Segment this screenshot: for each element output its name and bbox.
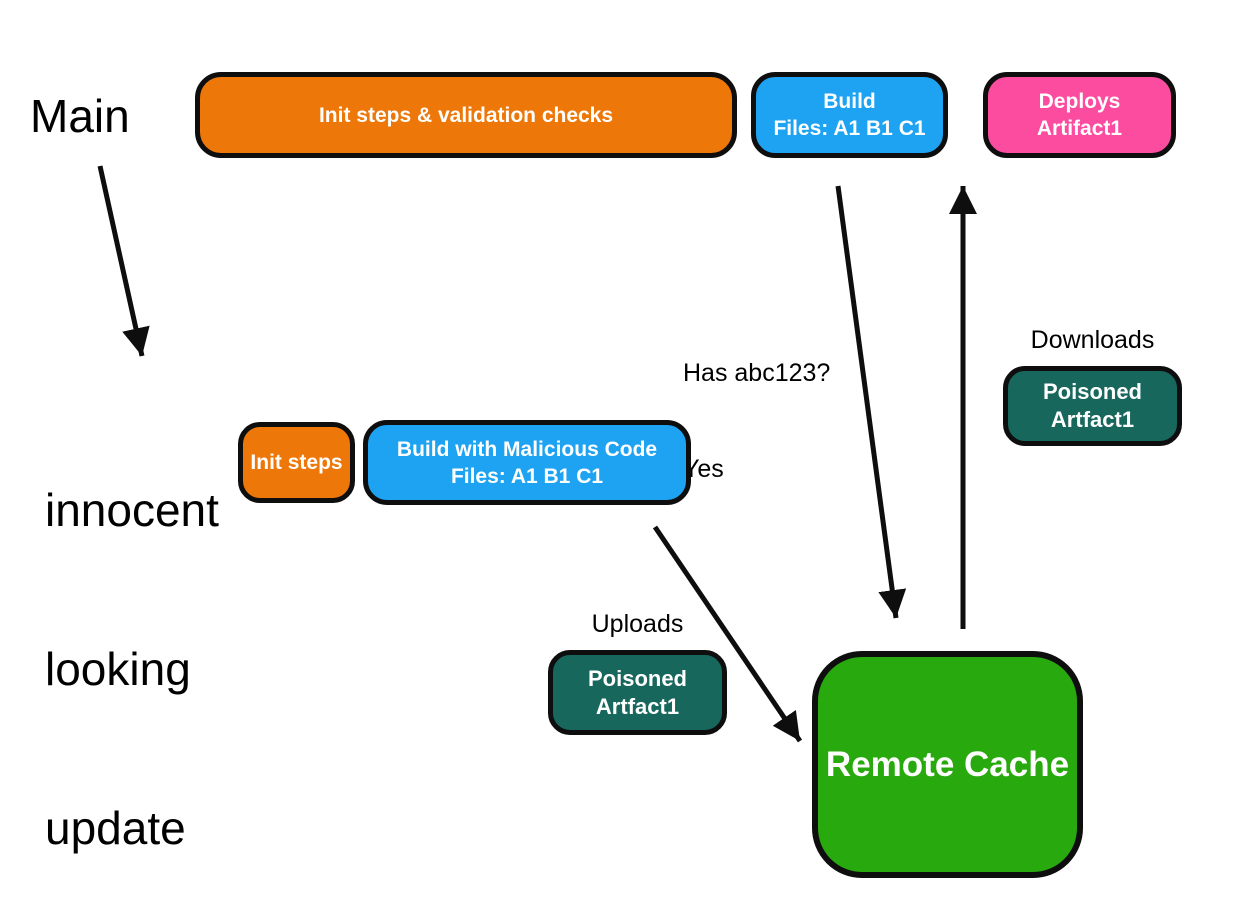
uploads-label: Uploads: [591, 610, 684, 638]
node-build-malicious-line2: Files: A1 B1 C1: [450, 464, 604, 488]
cache-query-label: Has abc123? Yes: [683, 293, 830, 549]
update-branch-label-line1: innocent: [45, 484, 219, 536]
node-deploys: Deploys Artifact1: [983, 72, 1176, 158]
downloads-label: Downloads: [1030, 326, 1155, 354]
cache-query-line1: Has abc123?: [683, 359, 831, 387]
node-remote-cache: Remote Cache: [812, 651, 1083, 878]
node-deploys-line2: Artifact1: [1036, 117, 1123, 140]
node-remote-cache-label: Remote Cache: [825, 744, 1070, 784]
node-poisoned-artifact-upload: Poisoned Artfact1: [548, 650, 727, 735]
node-build-line1: Build: [823, 90, 876, 113]
node-build-malicious: Build with Malicious Code Files: A1 B1 C…: [363, 420, 691, 505]
node-build: Build Files: A1 B1 C1: [751, 72, 948, 158]
node-poisoned-artifact-upload-line2: Artfact1: [595, 693, 680, 719]
node-build-malicious-line1: Build with Malicious Code: [396, 437, 658, 461]
node-init-validation-label: Init steps & validation checks: [318, 103, 614, 127]
node-poisoned-artifact-download-line2: Artfact1: [1050, 407, 1135, 432]
node-build-line2: Files: A1 B1 C1: [773, 117, 926, 140]
node-init-steps: Init steps: [238, 422, 355, 503]
node-poisoned-artifact-download-line1: Poisoned: [1042, 379, 1142, 404]
node-init-validation: Init steps & validation checks: [195, 72, 737, 158]
node-deploys-line1: Deploys: [1038, 90, 1121, 113]
update-branch-label-line3: update: [45, 802, 186, 854]
update-branch-label: innocent looking update: [45, 378, 219, 908]
node-poisoned-artifact-upload-line1: Poisoned: [587, 665, 687, 691]
main-branch-label: Main: [30, 90, 130, 142]
cache-query-line2: Yes: [683, 455, 724, 483]
arrow-build-to-cache: [835, 185, 907, 619]
update-branch-label-line2: looking: [45, 643, 191, 695]
node-poisoned-artifact-download: Poisoned Artfact1: [1003, 366, 1182, 446]
node-init-steps-label: Init steps: [250, 451, 343, 474]
arrow-main-to-update: [97, 165, 150, 357]
